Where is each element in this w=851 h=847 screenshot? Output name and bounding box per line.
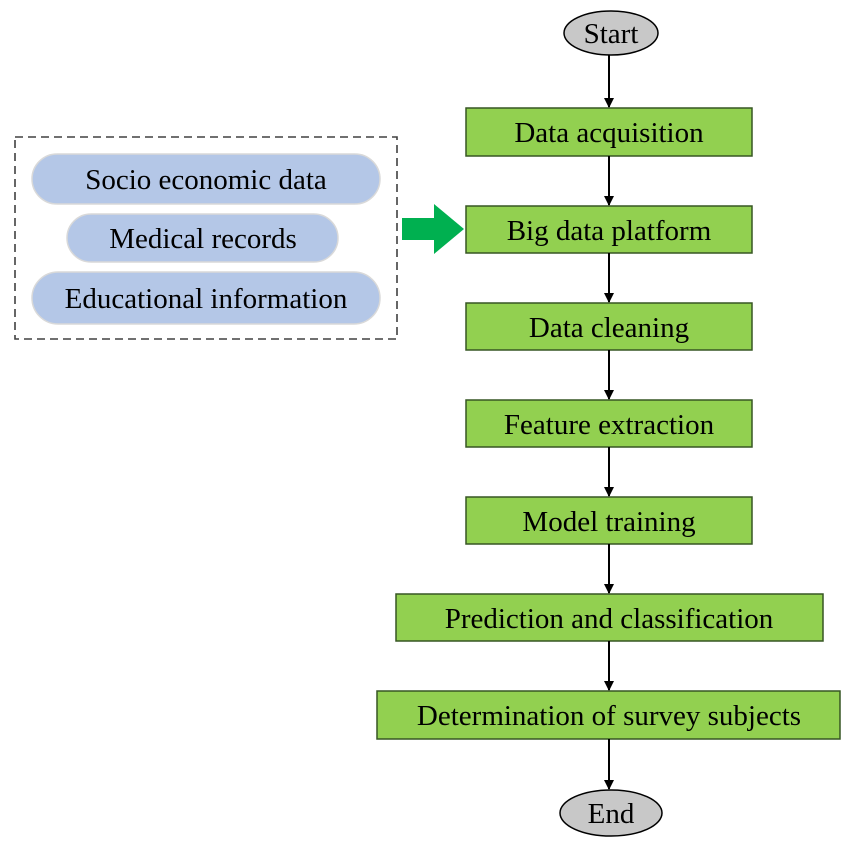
step-data-cleaning: Data cleaning (465, 302, 753, 351)
source-label: Socio economic data (85, 164, 327, 196)
start-node: Start (563, 10, 659, 56)
step-determination-of-survey-subjects: Determination of survey subjects (376, 690, 841, 740)
source-label: Educational information (65, 283, 348, 315)
step-label: Determination of survey subjects (417, 700, 801, 732)
source-medical-records: Medical records (66, 213, 339, 263)
input-arrow-icon (402, 204, 464, 254)
step-label: Feature extraction (504, 409, 715, 441)
step-feature-extraction: Feature extraction (465, 399, 753, 448)
end-node: End (559, 789, 663, 837)
step-model-training: Model training (465, 496, 753, 545)
source-educational-information: Educational information (31, 271, 381, 325)
step-label: Data acquisition (514, 117, 704, 149)
source-label: Medical records (109, 223, 297, 255)
step-label: Model training (522, 506, 695, 538)
step-big-data-platform: Big data platform (465, 205, 753, 254)
start-label: Start (584, 18, 639, 50)
source-socio-economic-data: Socio economic data (31, 153, 381, 205)
data-sources-group (14, 136, 398, 340)
step-label: Data cleaning (529, 312, 689, 344)
step-data-acquisition: Data acquisition (465, 107, 753, 157)
end-label: End (588, 798, 635, 830)
step-label: Prediction and classification (445, 603, 774, 635)
step-prediction-and-classification: Prediction and classification (395, 593, 824, 642)
step-label: Big data platform (507, 215, 712, 247)
